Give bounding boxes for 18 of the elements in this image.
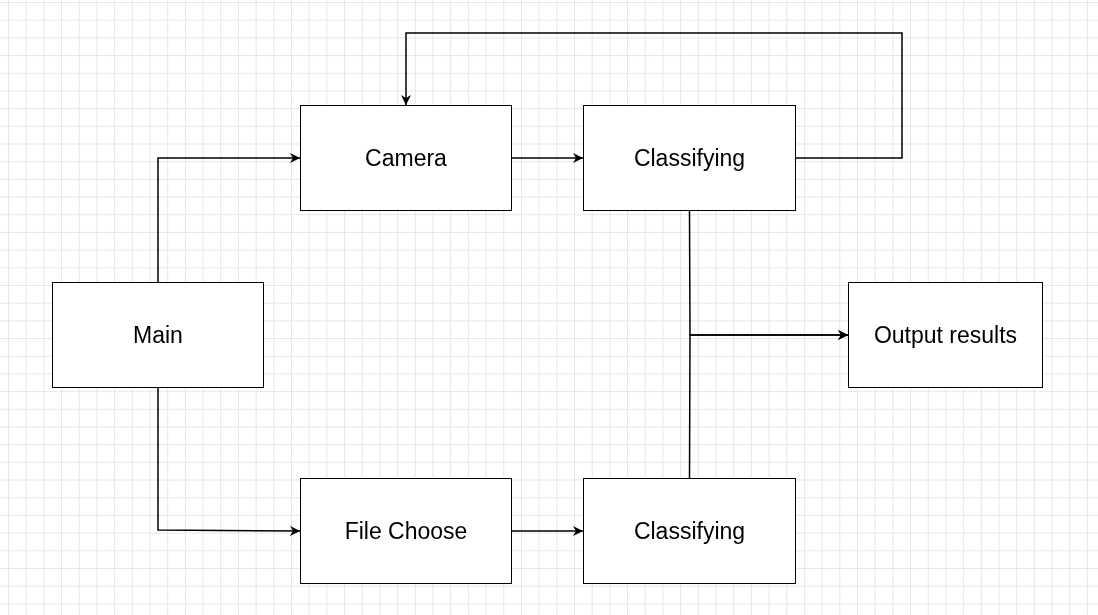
process-box — [300, 478, 512, 584]
arrow — [688, 330, 849, 479]
box-label: Main — [133, 321, 183, 350]
arrow — [157, 153, 301, 283]
process-box — [52, 282, 264, 388]
box-label: Classifying — [633, 517, 746, 546]
process-box — [583, 105, 796, 211]
arrow — [401, 32, 903, 159]
box-label: Classifying — [633, 144, 746, 173]
arrow — [511, 153, 584, 163]
arrow — [157, 387, 301, 536]
box-label: Output results — [873, 321, 1018, 350]
box-label: File Choose — [344, 517, 468, 546]
box-label: Camera — [365, 144, 447, 173]
process-box — [300, 105, 512, 211]
process-box — [848, 282, 1043, 388]
process-box — [583, 478, 796, 584]
arrow — [511, 526, 584, 536]
